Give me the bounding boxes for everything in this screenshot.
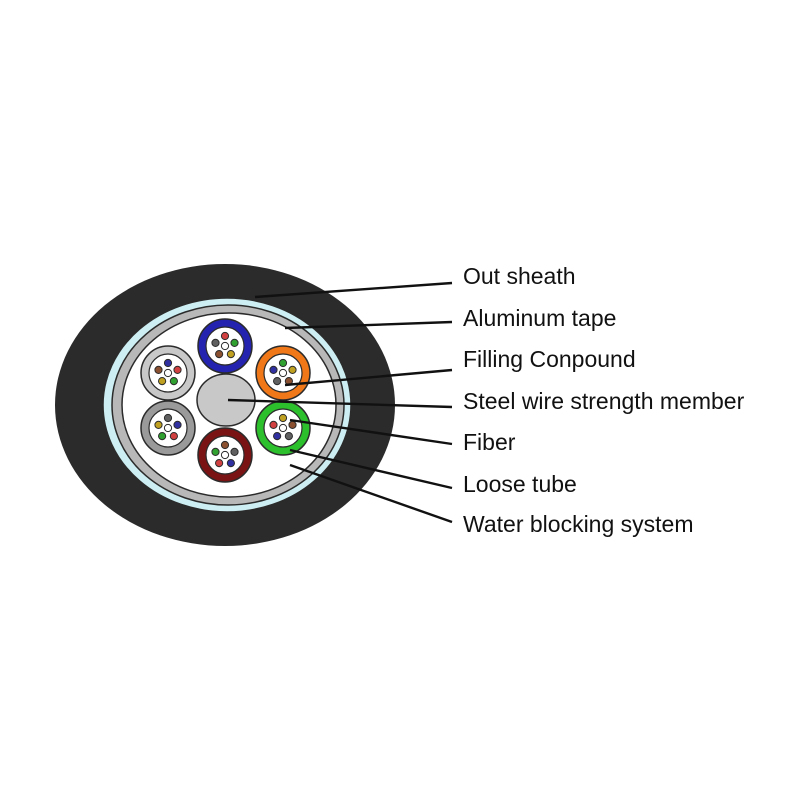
fiber — [169, 431, 178, 441]
leader-water-blocking — [289, 463, 453, 524]
fiber — [163, 423, 173, 433]
fiber — [278, 358, 288, 368]
fiber — [278, 423, 288, 433]
loose-tubes — [140, 318, 311, 483]
fiber — [284, 431, 293, 441]
label-loose-tube: Loose tube — [463, 471, 577, 497]
label-water-blocking-system: Water blocking system — [463, 511, 694, 537]
fiber — [220, 450, 230, 460]
fiber — [211, 447, 220, 457]
fiber — [288, 365, 297, 375]
fiber — [226, 349, 235, 359]
fiber — [230, 338, 239, 348]
fiber — [169, 376, 178, 386]
leader-loose-tube — [289, 448, 453, 490]
fiber — [215, 349, 224, 359]
leader-out-sheath — [254, 281, 453, 299]
fiber — [278, 368, 288, 378]
fiber — [220, 331, 230, 341]
fiber — [278, 413, 288, 423]
fiber — [154, 420, 163, 430]
fiber — [173, 420, 182, 430]
leader-aluminum-tape — [284, 320, 453, 330]
labels: Out sheath Aluminum tape Filling Conpoun… — [463, 263, 745, 537]
fiber — [273, 431, 282, 441]
leader-steel-wire — [227, 398, 453, 409]
fiber — [163, 413, 173, 423]
label-filling-compound: Filling Conpound — [463, 346, 636, 372]
label-fiber: Fiber — [463, 429, 516, 455]
fiber — [158, 376, 167, 386]
leader-lines — [227, 281, 453, 524]
label-out-sheath: Out sheath — [463, 263, 576, 289]
fiber — [273, 376, 282, 386]
fiber — [269, 365, 278, 375]
fiber — [230, 447, 239, 457]
label-aluminum-tape: Aluminum tape — [463, 305, 616, 331]
leader-fiber — [289, 418, 453, 446]
fiber — [163, 368, 173, 378]
fiber — [288, 420, 297, 430]
fiber — [220, 440, 230, 450]
fiber — [211, 338, 220, 348]
label-steel-wire-strength-member: Steel wire strength member — [463, 388, 745, 414]
fiber — [158, 431, 167, 441]
fiber — [220, 341, 230, 351]
fiber — [154, 365, 163, 375]
fiber — [215, 458, 224, 468]
fiber — [269, 420, 278, 430]
fiber — [173, 365, 182, 375]
fiber — [163, 358, 173, 368]
fiber — [226, 458, 235, 468]
leader-filling-compound — [284, 368, 453, 387]
